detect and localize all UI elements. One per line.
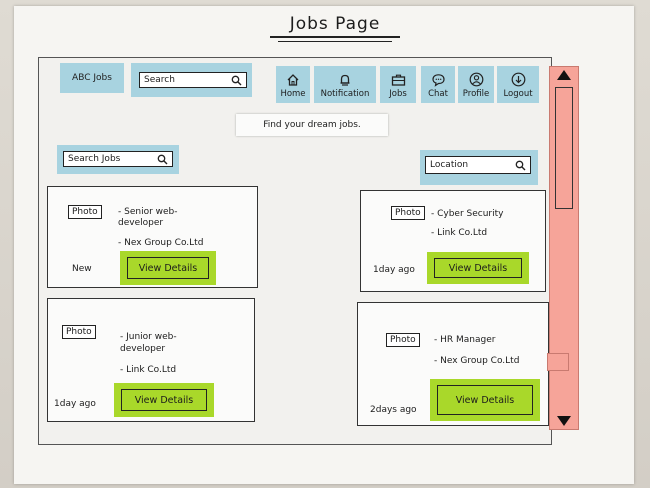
posted-time: 1day ago <box>54 399 96 409</box>
search-jobs-input[interactable]: Search Jobs <box>63 151 173 167</box>
job-company: - Link Co.Ltd <box>431 228 488 238</box>
tagline-text: Find your dream jobs. <box>263 120 361 130</box>
nav-logout-label: Logout <box>503 88 533 99</box>
tagline: Find your dream jobs. <box>236 114 388 136</box>
header-search-placeholder: Search <box>144 75 175 85</box>
nav-logout[interactable]: Logout <box>497 66 539 103</box>
location-placeholder: Location <box>430 160 469 170</box>
nav-jobs[interactable]: Jobs <box>380 66 416 103</box>
search-jobs-placeholder: Search Jobs <box>68 154 121 164</box>
posted-time: 1day ago <box>373 265 415 275</box>
job-card-junior-web-developer: Photo - Junior web-developer - Link Co.L… <box>47 298 255 422</box>
view-details-label: View Details <box>434 258 522 278</box>
location-input[interactable]: Location <box>425 156 531 174</box>
job-company: - Nex Group Co.Ltd <box>434 356 520 366</box>
view-details-button[interactable]: View Details <box>427 252 529 284</box>
bell-icon <box>338 71 352 89</box>
job-company: - Nex Group Co.Ltd <box>118 238 204 248</box>
scroll-down-arrow-icon[interactable] <box>557 416 571 426</box>
chat-icon <box>431 71 446 89</box>
company-photo: Photo <box>62 325 96 339</box>
logo-text: ABC Jobs <box>72 73 112 83</box>
logout-icon <box>511 71 526 89</box>
view-details-label: View Details <box>437 385 533 415</box>
posted-time: 2days ago <box>370 405 417 415</box>
view-details-button[interactable]: View Details <box>114 383 214 417</box>
vertical-scrollbar[interactable] <box>547 66 579 430</box>
profile-icon <box>469 71 484 89</box>
job-title: - HR Manager <box>434 335 496 345</box>
nav-jobs-label: Jobs <box>389 88 407 99</box>
job-card-cyber-security: Photo - Cyber Security - Link Co.Ltd 1da… <box>360 190 546 292</box>
search-icon[interactable] <box>230 74 242 86</box>
home-icon <box>286 71 300 89</box>
view-details-label: View Details <box>121 389 207 411</box>
posted-time: New <box>72 264 92 274</box>
nav-notification[interactable]: Notification <box>314 66 376 103</box>
nav-home[interactable]: Home <box>276 66 310 103</box>
view-details-button[interactable]: View Details <box>430 379 540 421</box>
job-card-hr-manager: Photo - HR Manager - Nex Group Co.Ltd 2d… <box>357 302 549 426</box>
company-photo: Photo <box>386 333 420 347</box>
header-search-input[interactable]: Search <box>139 72 247 88</box>
job-title: - Senior web-developer <box>118 207 178 228</box>
scroll-up-arrow-icon[interactable] <box>557 70 571 80</box>
nav-notification-label: Notification <box>320 88 370 99</box>
job-title: - Junior web-developer <box>120 332 177 354</box>
location-search-icon[interactable] <box>514 159 526 171</box>
scroll-track-marker <box>547 353 569 371</box>
company-photo: Photo <box>68 205 102 219</box>
nav-profile-label: Profile <box>462 88 490 99</box>
job-card-senior-web-developer: Photo - Senior web-developer - Nex Group… <box>47 186 258 288</box>
job-title: - Cyber Security <box>431 209 504 219</box>
nav-home-label: Home <box>280 88 306 99</box>
logo[interactable]: ABC Jobs <box>60 63 124 93</box>
nav-chat[interactable]: Chat <box>421 66 455 103</box>
search-jobs-icon[interactable] <box>156 153 168 165</box>
scroll-thumb[interactable] <box>555 87 573 209</box>
nav-chat-label: Chat <box>428 88 448 99</box>
company-photo: Photo <box>391 206 425 220</box>
nav-profile[interactable]: Profile <box>458 66 494 103</box>
briefcase-icon <box>391 71 406 89</box>
job-company: - Link Co.Ltd <box>120 365 177 375</box>
view-details-button[interactable]: View Details <box>120 251 216 285</box>
page-title: Jobs Page <box>270 14 400 42</box>
view-details-label: View Details <box>127 257 209 279</box>
